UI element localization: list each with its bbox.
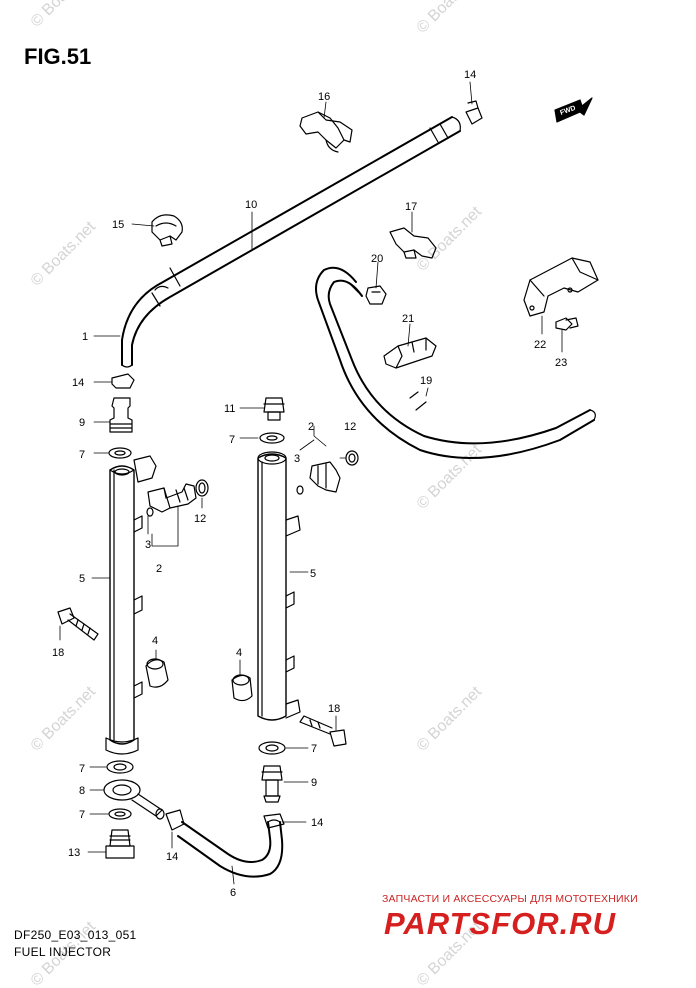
hose-clamp-17 — [389, 227, 437, 259]
callout-14: 14 — [72, 377, 84, 389]
callout-17: 17 — [405, 201, 417, 213]
callout-18: 18 — [52, 647, 64, 659]
hose-clamp-16 — [299, 111, 353, 153]
callout-8: 8 — [79, 785, 85, 797]
washer-7-left-bottom — [106, 760, 134, 774]
spacer-4-left — [145, 658, 169, 688]
bolt-18-right — [299, 715, 347, 747]
callout-6: 6 — [230, 887, 236, 899]
callout-14: 14 — [464, 69, 476, 81]
callout-19: 19 — [420, 375, 432, 387]
callout-16: 16 — [318, 91, 330, 103]
o-ring-12-left — [195, 479, 209, 497]
banjo-fitting-8 — [103, 779, 165, 820]
callout-1: 1 — [82, 331, 88, 343]
callout-3: 3 — [294, 453, 300, 465]
callout-2: 2 — [156, 563, 162, 575]
diagram-subtitle: FUEL INJECTOR — [14, 945, 112, 959]
callout-4: 4 — [236, 647, 242, 659]
leader-lines — [59, 81, 563, 885]
callout-4: 4 — [152, 635, 158, 647]
fitting-9-right — [261, 765, 283, 803]
callout-5: 5 — [310, 568, 316, 580]
callout-7: 7 — [311, 743, 317, 755]
callout-23: 23 — [555, 357, 567, 369]
fuel-rail-left — [105, 455, 157, 755]
fuel-injector-left — [146, 483, 197, 517]
callout-7: 7 — [79, 809, 85, 821]
callout-3: 3 — [145, 539, 151, 551]
callout-5: 5 — [79, 573, 85, 585]
hose-clamp-15 — [151, 214, 183, 247]
callout-7: 7 — [229, 434, 235, 446]
fuel-hose-19 — [315, 266, 596, 459]
callout-10: 10 — [245, 199, 257, 211]
o-ring-12-right — [345, 450, 359, 466]
fitting-9-left — [109, 397, 133, 433]
hose-clip-20 — [365, 285, 387, 305]
callout-20: 20 — [371, 253, 383, 265]
brand-tagline: ЗАПЧАСТИ И АКСЕССУАРЫ ДЛЯ МОТОТЕХНИКИ — [382, 893, 638, 905]
fuel-hose-upper — [121, 116, 461, 368]
washer-7-left-top — [108, 447, 132, 459]
spacer-4-right — [231, 674, 253, 702]
callout-9: 9 — [79, 417, 85, 429]
hose-clip-14-lower-right — [263, 813, 285, 829]
callout-22: 22 — [534, 339, 546, 351]
callout-14: 14 — [311, 817, 323, 829]
callout-2: 2 — [308, 421, 314, 433]
figure-title: FIG.51 — [24, 44, 92, 69]
fuel-injector-right — [296, 461, 341, 495]
diagram-code: DF250_E03_013_051 — [14, 928, 137, 942]
union-bolt-13 — [105, 829, 135, 859]
bracket-22 — [523, 257, 599, 317]
callout-12: 12 — [344, 421, 356, 433]
callout-7: 7 — [79, 449, 85, 461]
callout-13: 13 — [68, 847, 80, 859]
callout-11: 11 — [224, 403, 235, 415]
brand-logo: PARTSFOR.RU — [384, 906, 617, 941]
hose-clip-14-top — [465, 100, 483, 125]
washer-7-left-lowest — [108, 808, 132, 820]
bolt-23 — [555, 317, 579, 331]
callout-18: 18 — [328, 703, 340, 715]
callout-21: 21 — [402, 313, 414, 325]
callout-15: 15 — [112, 219, 124, 231]
callout-numbers: 14 16 10 15 1 17 20 21 19 22 23 14 9 7 1… — [52, 69, 567, 899]
washer-7-right-bottom — [258, 741, 286, 755]
callout-9: 9 — [311, 777, 317, 789]
hose-clip-14-left — [111, 373, 135, 389]
fuel-rail-right — [257, 451, 301, 721]
plug-bolt-11 — [263, 397, 285, 421]
callout-14: 14 — [166, 851, 178, 863]
fwd-badge: FWD — [554, 97, 593, 123]
hose-clip-14-lower-left — [165, 809, 185, 831]
callout-7: 7 — [79, 763, 85, 775]
washer-7-right-top — [259, 432, 285, 444]
hose-clamp-21 — [383, 337, 437, 369]
callout-12: 12 — [194, 513, 206, 525]
fuel-hose-6 — [177, 819, 284, 878]
bolt-18-left — [57, 607, 99, 641]
